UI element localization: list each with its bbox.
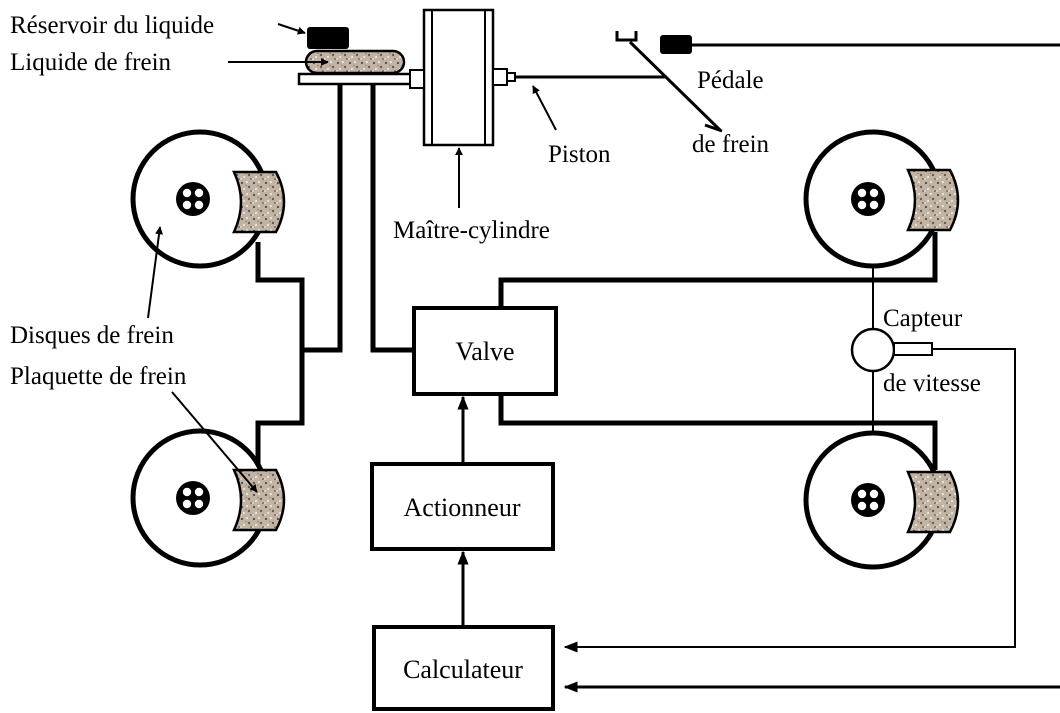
wheel-front-right: [803, 129, 960, 269]
label-reservoir: Réservoir du liquide: [10, 12, 214, 39]
valve-box: [412, 306, 558, 396]
valve-label: Valve: [455, 337, 514, 366]
actuator-label: Actionneur: [404, 493, 521, 522]
valve-to-front-right: [498, 232, 938, 308]
label-discs: Disques de frein: [10, 322, 174, 349]
label-master-cylinder: Maître-cylindre: [393, 217, 550, 244]
reservoir-cap: [307, 27, 349, 49]
speed-sensor: [850, 266, 933, 433]
valve-to-rear-right: [498, 394, 938, 470]
brake-pedal: [615, 31, 1060, 133]
master-cylinder: [409, 8, 516, 147]
label-pedal-1: Pédale: [697, 67, 764, 94]
label-piston: Piston: [548, 141, 611, 168]
computer-box: [372, 625, 555, 711]
label-sensor-2: de vitesse: [883, 370, 981, 397]
label-sensor-1: Capteur: [883, 305, 963, 332]
label-pedal-2: de frein: [692, 131, 770, 158]
piston-pointer: [532, 85, 557, 131]
reservoir-bar: [297, 72, 414, 86]
reservoir-pointer: [277, 23, 306, 35]
hydraulic-line-valve: [370, 84, 414, 353]
wheel-front-left: [130, 129, 286, 269]
left-top-brake-line: [255, 242, 305, 468]
hydraulic-line-left: [302, 84, 343, 353]
discs-pointer: [147, 226, 164, 319]
sensor-signal-line: [563, 348, 1016, 653]
label-pads: Plaquette de frein: [10, 363, 187, 390]
wheel-rear-left: [130, 428, 286, 568]
computer-label: Calculateur: [403, 655, 523, 684]
label-fluid: Liquide de frein: [10, 49, 172, 76]
pads-pointer: [171, 391, 258, 493]
